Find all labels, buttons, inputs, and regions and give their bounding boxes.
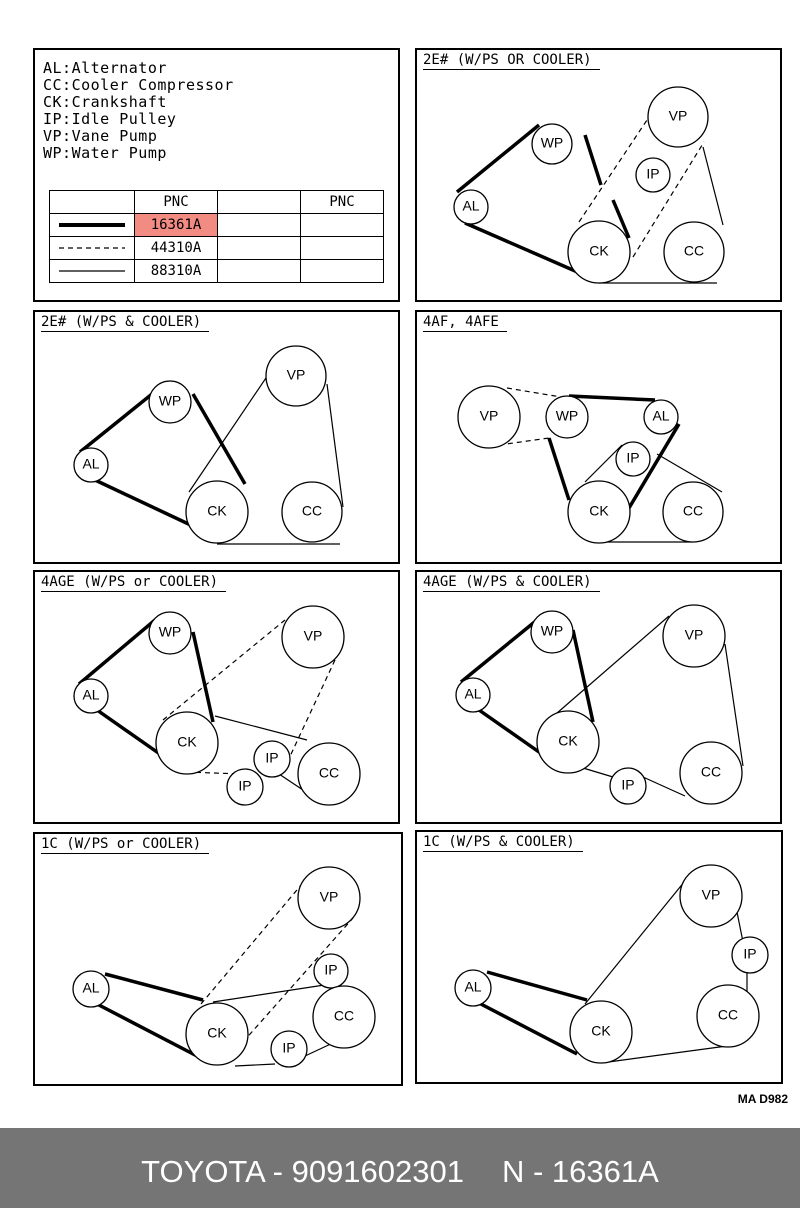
legend-panel: AL:Alternator CC:Cooler Compressor CK:Cr… — [33, 48, 400, 302]
table-row: 16361A — [49, 213, 384, 237]
dashed-line-sample — [49, 236, 135, 260]
vane-pump-label: VP — [320, 889, 339, 905]
cooler-compressor-label: CC — [684, 243, 704, 259]
crankshaft-label: CK — [591, 1023, 611, 1039]
belt-diagram: AL VP IP CK CC — [454, 864, 769, 1064]
belt-diagram: AL WP VP CK CC — [73, 345, 344, 545]
idle-pulley-label: IP — [324, 962, 337, 978]
pnc-value: 88310A — [134, 259, 218, 283]
diagram-4af-4afe: 4AF, 4AFE VP WP AL IP CK CC — [415, 310, 782, 564]
reference-code: MA D982 — [737, 1092, 788, 1106]
diagram-2e-ps-and-cooler: 2E# (W/PS & COOLER) AL WP VP CK CC — [33, 310, 400, 564]
vane-pump-label: VP — [304, 628, 323, 644]
alternator-label: AL — [462, 198, 479, 214]
crankshaft-label: CK — [558, 733, 578, 749]
water-pump-label: WP — [541, 623, 564, 639]
alternator-label: AL — [652, 408, 669, 424]
table-row: 44310A — [49, 236, 384, 260]
water-pump-label: WP — [541, 135, 564, 151]
panel-title: 1C (W/PS & COOLER) — [423, 835, 583, 852]
belt-diagram: AL WP VP CK IP CC — [455, 604, 744, 805]
alternator-label: AL — [464, 686, 481, 702]
legend-item-cooler-compressor: CC:Cooler Compressor — [43, 76, 234, 94]
footer-bar: TOYOTA - 9091602301 N - 16361A — [0, 1128, 800, 1208]
pnc-value: 44310A — [134, 236, 218, 260]
idle-pulley-label: IP — [265, 750, 278, 766]
cooler-compressor-label: CC — [701, 764, 721, 780]
vane-pump-label: VP — [685, 627, 704, 643]
water-pump-label: WP — [159, 624, 182, 640]
cooler-compressor-label: CC — [319, 765, 339, 781]
pnc-code: N - 16361A — [502, 1154, 659, 1189]
vane-pump-label: VP — [480, 408, 499, 424]
idle-pulley-label: IP — [282, 1040, 295, 1056]
legend-item-water-pump: WP:Water Pump — [43, 144, 167, 162]
crankshaft-label: CK — [589, 503, 609, 519]
table-header-row: PNC PNC — [49, 190, 384, 214]
pnc-header: PNC — [134, 190, 218, 214]
diagram-1c-ps-or-cooler: 1C (W/PS or COOLER) AL VP IP CK IP CC — [33, 832, 403, 1086]
blank-cell — [300, 259, 384, 283]
pnc-header-2: PNC — [300, 190, 384, 214]
thick-line-sample — [49, 213, 135, 237]
alternator-label: AL — [82, 980, 99, 996]
blank-cell — [217, 236, 301, 260]
crankshaft-label: CK — [207, 503, 227, 519]
table-row: 88310A — [49, 259, 384, 283]
water-pump-label: WP — [159, 393, 182, 409]
line-style-header — [49, 190, 135, 214]
panel-title: 4AF, 4AFE — [423, 315, 507, 332]
legend-item-crankshaft: CK:Crankshaft — [43, 93, 167, 111]
panel-title: 4AGE (W/PS or COOLER) — [41, 575, 227, 592]
water-pump-label: WP — [556, 408, 579, 424]
belt-diagram: AL VP IP CK IP CC — [72, 866, 376, 1068]
cooler-compressor-label: CC — [302, 503, 322, 519]
cooler-compressor-label: CC — [334, 1008, 354, 1024]
belt-diagram: VP WP AL IP CK CC — [457, 385, 724, 544]
alternator-label: AL — [464, 979, 481, 995]
blank-cell — [300, 236, 384, 260]
blank-header — [217, 190, 301, 214]
crankshaft-label: CK — [207, 1025, 227, 1041]
panel-title: 4AGE (W/PS & COOLER) — [423, 575, 600, 592]
blank-cell — [217, 259, 301, 283]
diagram-2e-ps-or-cooler: 2E# (W/PS OR COOLER) AL WP VP IP CK CC — [415, 48, 782, 302]
thin-line-sample — [49, 259, 135, 283]
alternator-label: AL — [82, 687, 99, 703]
blank-cell — [300, 213, 384, 237]
legend-item-idle-pulley: IP:Idle Pulley — [43, 110, 177, 128]
cooler-compressor-label: CC — [683, 503, 703, 519]
legend-item-alternator: AL:Alternator — [43, 59, 167, 77]
idle-pulley-label: IP — [743, 946, 756, 962]
belt-diagram: AL WP VP CK IP IP CC — [73, 605, 361, 806]
panel-title: 2E# (W/PS OR COOLER) — [423, 53, 600, 70]
idle-pulley-label: IP — [626, 450, 639, 466]
idle-pulley-label: IP — [238, 778, 251, 794]
crankshaft-label: CK — [589, 243, 609, 259]
diagram-4age-ps-or-cooler: 4AGE (W/PS or COOLER) AL WP VP CK IP IP … — [33, 570, 400, 824]
alternator-label: AL — [82, 456, 99, 472]
vane-pump-label: VP — [702, 887, 721, 903]
brand-part-number: TOYOTA - 9091602301 — [141, 1154, 464, 1189]
belt-diagram: AL WP VP IP CK CC — [453, 86, 725, 284]
cooler-compressor-label: CC — [718, 1007, 738, 1023]
idle-pulley-label: IP — [646, 166, 659, 182]
idle-pulley-label: IP — [621, 777, 634, 793]
vane-pump-label: VP — [287, 367, 306, 383]
legend-item-vane-pump: VP:Vane Pump — [43, 127, 158, 145]
diagram-4age-ps-and-cooler: 4AGE (W/PS & COOLER) AL WP VP CK IP CC — [415, 570, 782, 824]
blank-cell — [217, 213, 301, 237]
crankshaft-label: CK — [177, 734, 197, 750]
pnc-value: 16361A — [134, 213, 218, 237]
panel-title: 1C (W/PS or COOLER) — [41, 837, 210, 854]
diagram-1c-ps-and-cooler: 1C (W/PS & COOLER) AL VP IP CK CC — [415, 830, 783, 1084]
vane-pump-label: VP — [669, 108, 688, 124]
pnc-table: PNC PNC 16361A 44310A 88310A — [49, 190, 384, 283]
panel-title: 2E# (W/PS & COOLER) — [41, 315, 210, 332]
